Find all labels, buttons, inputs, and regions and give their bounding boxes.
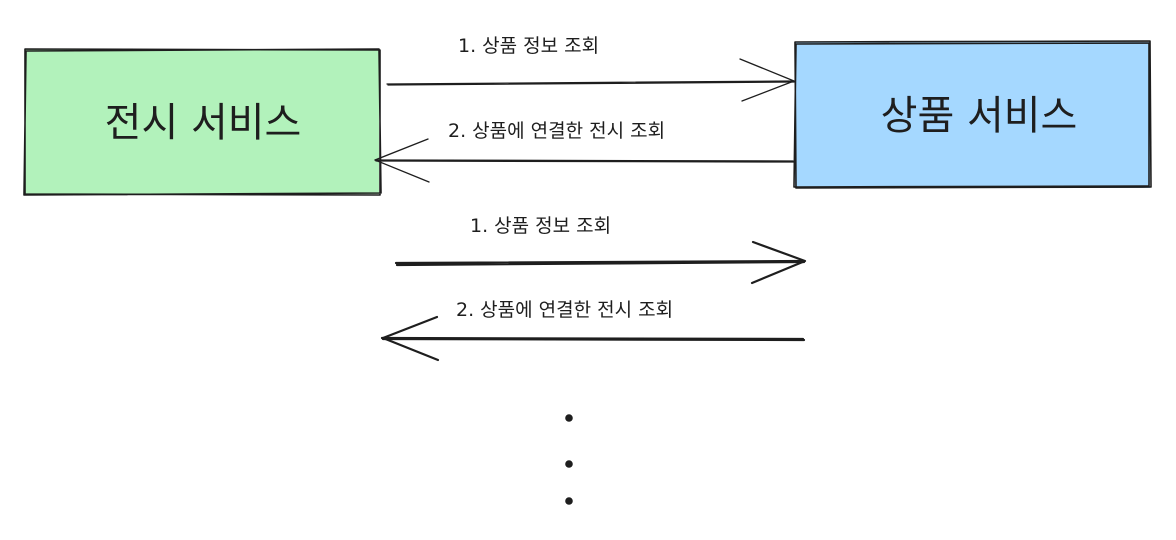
ellipsis-dot (565, 460, 573, 468)
ellipsis-dots (565, 414, 573, 505)
arrow-request-1-label: 1. 상품 정보 조회 (458, 35, 599, 57)
arrow-request-1: 1. 상품 정보 조회 (386, 35, 795, 102)
product-service-box-shape (795, 42, 1150, 188)
arrow-response-1-label: 2. 상품에 연결한 전시 조회 (448, 120, 665, 142)
arrow-response-2-line (380, 336, 806, 342)
arrow-request-2-line (394, 259, 806, 267)
arrow-request-2-head (750, 240, 807, 285)
product-service-box[interactable]: 상품 서비스 (793, 40, 1152, 189)
arrow-response-2-head (381, 315, 440, 362)
arrow-request-2: 1. 상품 정보 조회 (394, 215, 807, 285)
product-service-label: 상품 서비스 (881, 93, 1078, 139)
display-service-label: 전시 서비스 (105, 100, 302, 146)
arrow-request-1-head (739, 58, 795, 102)
arrow-response-1: 2. 상품에 연결한 전시 조회 (374, 120, 796, 183)
display-service-box-shape (25, 49, 379, 194)
display-service-box-outline (23, 48, 382, 196)
arrow-response-2: 2. 상품에 연결한 전시 조회 (380, 299, 806, 362)
product-service-box-outline (793, 40, 1152, 189)
ellipsis-dot (565, 497, 573, 505)
arrow-response-1-line (374, 159, 796, 163)
arrow-response-1-head (374, 138, 430, 183)
arrow-request-1-line (386, 80, 795, 86)
ellipsis-dot (565, 414, 573, 422)
display-service-box[interactable]: 전시 서비스 (23, 48, 382, 196)
arrow-response-2-label: 2. 상품에 연결한 전시 조회 (456, 299, 673, 321)
arrow-request-2-label: 1. 상품 정보 조회 (470, 215, 611, 237)
